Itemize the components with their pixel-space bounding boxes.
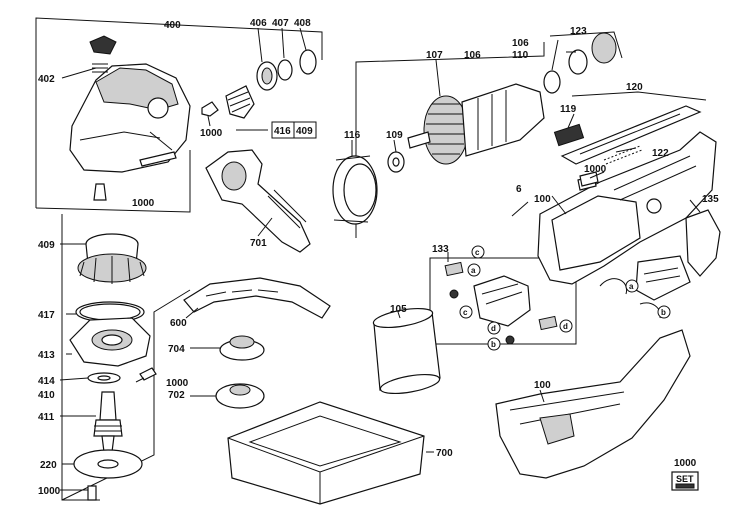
set-icon bbox=[671, 471, 699, 491]
leader-lines bbox=[59, 27, 701, 491]
label-110: 110 bbox=[512, 50, 529, 61]
spindle-411 bbox=[93, 391, 123, 453]
callout-a-2: a bbox=[629, 282, 634, 291]
label-1000-f: 1000 bbox=[674, 458, 697, 469]
carry-case-700 bbox=[227, 401, 425, 505]
label-1000-c: 1000 bbox=[584, 164, 607, 175]
label-106: 106 bbox=[464, 50, 481, 61]
label-122: 122 bbox=[652, 148, 669, 159]
label-700: 700 bbox=[436, 448, 453, 459]
label-135: 135 bbox=[702, 194, 719, 205]
label-417: 417 bbox=[38, 310, 55, 321]
group-bracket-120 bbox=[571, 91, 707, 101]
label-220: 220 bbox=[40, 460, 57, 471]
bearing-parts bbox=[201, 49, 317, 119]
label-set: SET bbox=[676, 474, 694, 484]
callout-b-2: b bbox=[661, 308, 666, 317]
label-120: 120 bbox=[626, 82, 643, 93]
sleeve-part-105 bbox=[372, 307, 441, 395]
gear-housing-part bbox=[69, 35, 191, 201]
label-109: 109 bbox=[386, 130, 403, 141]
group-bracket-416 bbox=[236, 121, 317, 139]
label-106-b: 106 bbox=[512, 38, 529, 49]
label-410: 410 bbox=[38, 390, 55, 401]
label-100-b: 100 bbox=[534, 380, 551, 391]
gasket-417 bbox=[75, 301, 145, 323]
spindle-lock-button bbox=[89, 35, 117, 55]
callout-d-1: d bbox=[491, 324, 496, 333]
flange-704 bbox=[219, 335, 265, 361]
label-409-a: 409 bbox=[296, 126, 313, 137]
armature-part bbox=[407, 32, 617, 165]
brush-holder-parts bbox=[444, 261, 558, 345]
wheel-guard-600 bbox=[183, 277, 331, 319]
label-1000-a: 1000 bbox=[200, 128, 223, 139]
bearing-flange-413 bbox=[69, 317, 151, 367]
label-1000-b: 1000 bbox=[132, 198, 155, 209]
label-406: 406 bbox=[250, 18, 267, 29]
callout-c-2: c bbox=[463, 308, 468, 317]
group-bracket-133 bbox=[429, 257, 577, 345]
label-133: 133 bbox=[432, 244, 449, 255]
label-702: 702 bbox=[168, 390, 185, 401]
label-6: 6 bbox=[516, 184, 522, 195]
label-416: 416 bbox=[274, 126, 291, 137]
label-701: 701 bbox=[250, 238, 267, 249]
label-600: 600 bbox=[170, 318, 187, 329]
label-400: 400 bbox=[164, 20, 181, 31]
label-414: 414 bbox=[38, 376, 55, 387]
label-107: 107 bbox=[426, 50, 443, 61]
part-labels: 400 406 407 408 402 1000 416 409 1000 11… bbox=[38, 18, 719, 497]
label-402: 402 bbox=[38, 74, 55, 85]
label-413: 413 bbox=[38, 350, 55, 361]
label-1000-e: 1000 bbox=[38, 486, 61, 497]
group-bracket-400 bbox=[35, 17, 323, 213]
label-411: 411 bbox=[38, 412, 55, 423]
label-105: 105 bbox=[390, 304, 407, 315]
screws bbox=[87, 151, 599, 501]
label-119: 119 bbox=[560, 104, 577, 115]
label-704: 704 bbox=[168, 344, 185, 355]
side-handle-part bbox=[205, 149, 311, 253]
flange-702 bbox=[215, 383, 265, 409]
label-123: 123 bbox=[570, 26, 587, 37]
callout-circles: c a c d b d a b bbox=[459, 245, 671, 351]
label-407: 407 bbox=[272, 18, 289, 29]
label-1000-d: 1000 bbox=[166, 378, 189, 389]
washer-109 bbox=[387, 151, 405, 173]
washer-414 bbox=[87, 372, 121, 384]
group-bracket-106 bbox=[355, 42, 545, 238]
bevel-gear-409 bbox=[77, 233, 147, 284]
group-bracket-123 bbox=[549, 31, 623, 59]
label-409-b: 409 bbox=[38, 240, 55, 251]
callout-d-2: d bbox=[563, 322, 568, 331]
label-116: 116 bbox=[344, 130, 361, 141]
ring-part-116 bbox=[332, 155, 378, 225]
main-housing-lower bbox=[495, 329, 691, 479]
callout-a-1: a bbox=[471, 266, 476, 275]
label-408: 408 bbox=[294, 18, 311, 29]
flange-220 bbox=[73, 449, 143, 479]
label-100-a: 100 bbox=[534, 194, 551, 205]
callout-b-1: b bbox=[491, 340, 496, 349]
callout-c-1: c bbox=[475, 248, 480, 257]
